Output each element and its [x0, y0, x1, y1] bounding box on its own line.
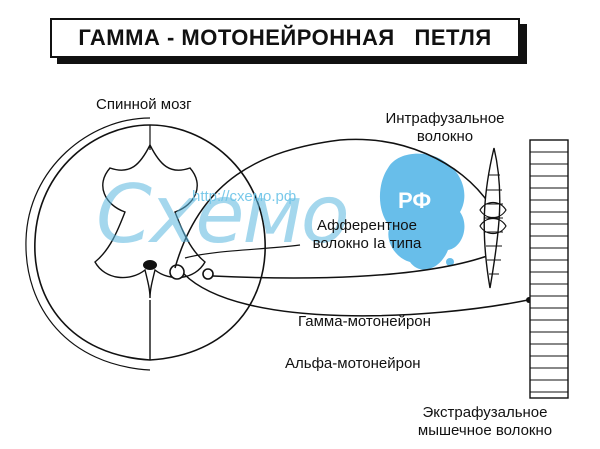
central-canal [143, 260, 157, 270]
label-intrafusal-line1: Интрафузальное [385, 110, 505, 127]
watermark-splash [379, 153, 465, 270]
watermark-badge: РФ [398, 188, 432, 213]
extrafusal-striations [530, 151, 568, 393]
diagram-title: ГАММА - МОТОНЕЙРОННАЯ ПЕТЛЯ [78, 25, 492, 50]
label-gamma: Гамма-мотонейрон [298, 313, 431, 330]
label-intrafusal-line2: волокно [416, 128, 474, 145]
title-box: ГАММА - МОТОНЕЙРОННАЯ ПЕТЛЯ [50, 18, 520, 58]
grey-matter [94, 143, 206, 299]
spindle-coils [479, 201, 507, 235]
label-extrafusal: Экстрафузальное мышечное волокно [400, 404, 570, 440]
label-afferent-line2: волокно Ia типа [312, 235, 422, 252]
label-alpha: Альфа-мотонейрон [285, 355, 421, 372]
spinal-cord-outer-layer [25, 117, 151, 371]
label-extrafusal-line1: Экстрафузальное [422, 404, 548, 421]
label-afferent-line1: Афферентное [316, 217, 417, 234]
watermark-url: http://схемо.рф [192, 188, 297, 205]
watermark-word: Схемо [96, 168, 350, 261]
afferent-fiber-lower [184, 244, 301, 259]
label-extrafusal-line2: мышечное волокно [417, 422, 553, 439]
extrafusal-fiber [529, 139, 569, 399]
watermark-drop [446, 258, 454, 266]
label-afferent: Афферентное волокно Ia типа [297, 217, 437, 253]
label-intrafusal: Интрафузальное волокно [365, 110, 525, 146]
gamma-motoneuron-body [202, 268, 214, 280]
alpha-motoneuron-body [169, 264, 185, 280]
gamma-axon [212, 254, 491, 279]
alpha-axon [183, 273, 529, 317]
afferent-fiber [174, 138, 491, 269]
label-spinal-cord: Спинной мозг [96, 96, 192, 113]
